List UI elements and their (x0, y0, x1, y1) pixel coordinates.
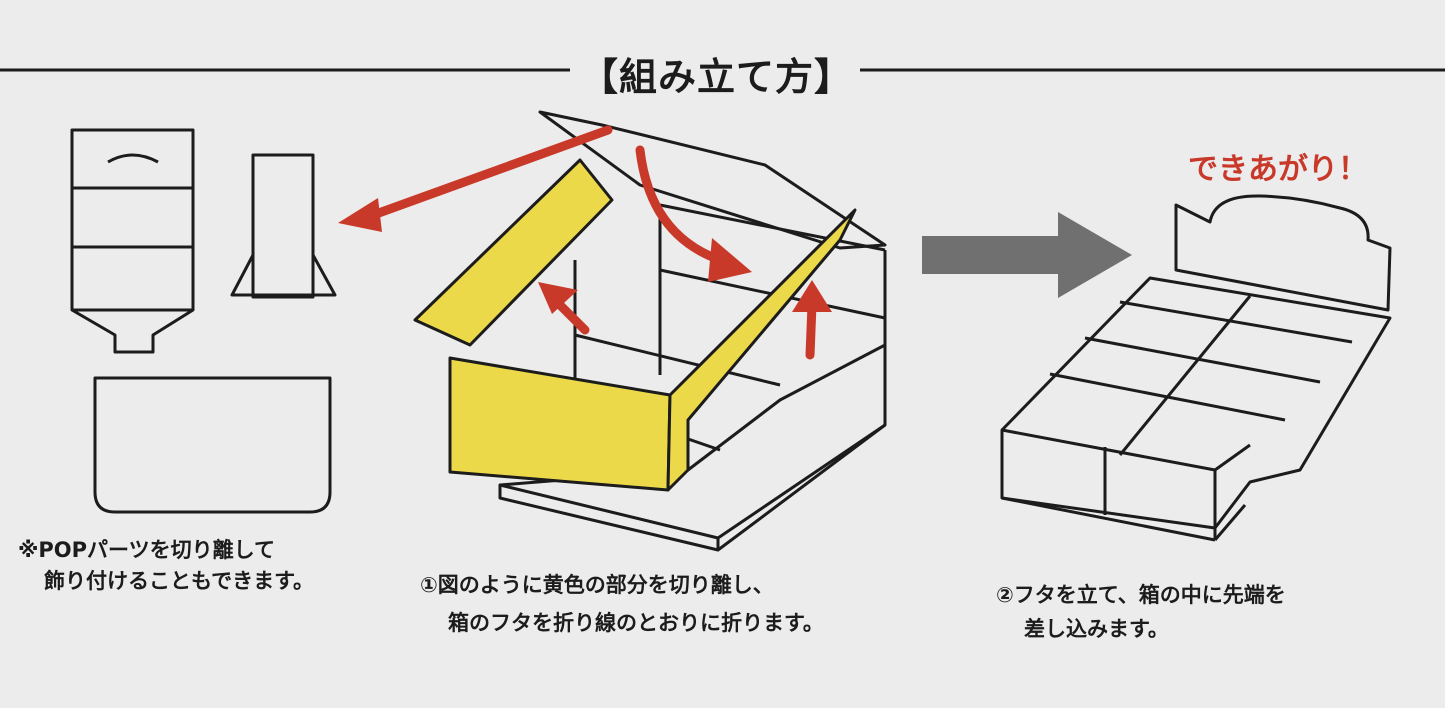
arrow-up-left-head (538, 282, 578, 314)
step1-open-box (498, 110, 887, 552)
pop-part-tag (70, 128, 195, 354)
pop-note-line2: 飾り付けることもできます。 (44, 569, 315, 593)
step1-text-line2: 箱のフタを折り線のとおりに折ります。 (448, 611, 824, 635)
page-title: 【組み立て方】 (580, 55, 854, 99)
arrow-curve-head (708, 238, 752, 282)
pop-note-line1: ※POPパーツを切り離して (18, 538, 275, 562)
step2-text-line2: 差し込みます。 (1024, 617, 1169, 641)
finished-label: できあがり！ (1188, 152, 1368, 187)
arrow-curve-red (635, 145, 725, 265)
step2-text-line1: ②フタを立て、箱の中に先端を (996, 583, 1286, 607)
arrow-up-right-head (792, 280, 832, 312)
pop-part-stand (230, 153, 337, 299)
step1-text-line1: ①図のように黄色の部分を切り離し、 (420, 573, 774, 597)
yellow-cut-part (413, 158, 857, 492)
step2-finished-box (1000, 194, 1392, 542)
arrow-up-right-red (805, 300, 817, 360)
arrow-left-red (360, 125, 613, 223)
pop-part-card (93, 376, 332, 514)
arrow-left-head (338, 198, 382, 232)
next-step-arrow (922, 212, 1132, 298)
